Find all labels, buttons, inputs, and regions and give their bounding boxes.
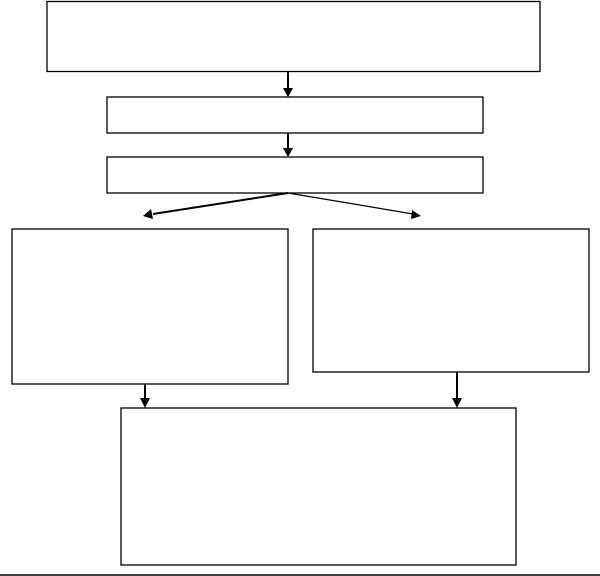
- arrow-4-to-6: [140, 384, 150, 408]
- box-5: [312, 228, 590, 373]
- arrow-5-to-6: [452, 372, 462, 408]
- arrow-2-to-3: [283, 133, 293, 157]
- box-3: [106, 156, 484, 194]
- box-1: [46, 0, 541, 73]
- arrow-3-to-4: [143, 192, 289, 219]
- box-2: [106, 96, 484, 134]
- box-4: [11, 228, 289, 385]
- arrow-3-to-5: [287, 192, 421, 219]
- arrow-1-to-2: [283, 72, 293, 97]
- box-6: [120, 407, 517, 566]
